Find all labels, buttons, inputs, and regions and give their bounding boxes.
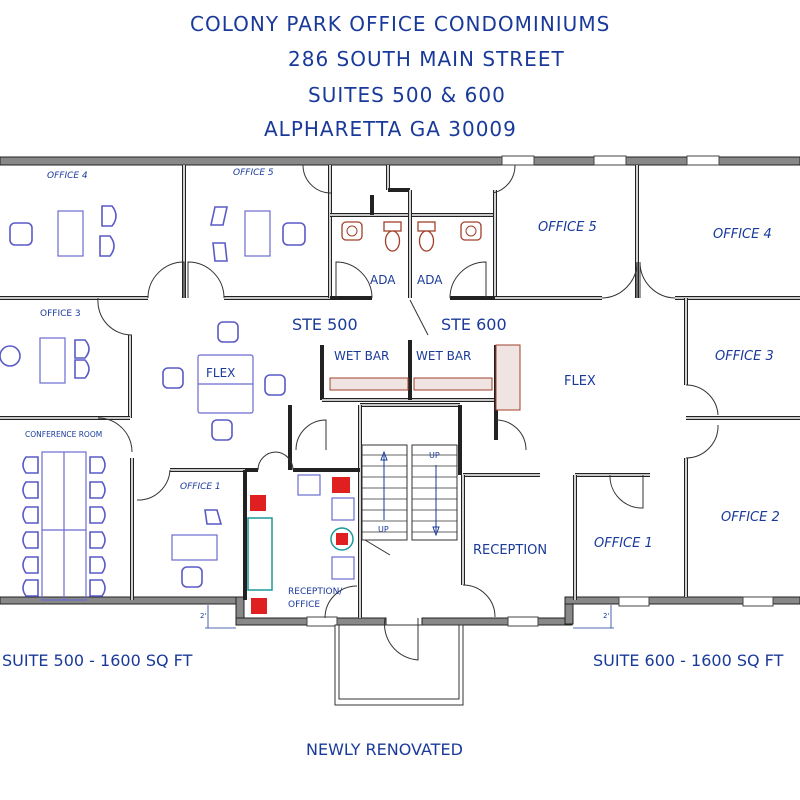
dimension-markers: 2' 2' xyxy=(200,605,614,629)
dimension-right: 2' xyxy=(603,612,609,620)
room-label-s600-reception: RECEPTION xyxy=(473,543,547,558)
lamp-table-icon xyxy=(336,533,348,545)
title-city-state-zip: ALPHARETTA GA 30009 xyxy=(264,117,517,141)
suite-500-area: SUITE 500 - 1600 SQ FT xyxy=(2,651,193,670)
windows xyxy=(306,155,774,627)
room-label-s500-conference: CONFERENCE ROOM xyxy=(25,430,102,439)
doors xyxy=(97,164,719,661)
room-label-s500-reception-line1: RECEPTION/ xyxy=(288,587,343,597)
stair-up-label-right: UP xyxy=(429,451,440,460)
room-label-s500-reception-line2: OFFICE xyxy=(288,600,320,610)
dimension-left: 2' xyxy=(200,612,206,620)
room-label-s600-office3: OFFICE 3 xyxy=(715,349,774,364)
title-suites: SUITES 500 & 600 xyxy=(308,83,506,107)
room-label-s600-office1: OFFICE 1 xyxy=(594,536,653,551)
room-label-s500-office5: OFFICE 5 xyxy=(233,168,274,178)
footer-newly-renovated: NEWLY RENOVATED xyxy=(306,740,463,759)
suite-600-area: SUITE 600 - 1600 SQ FT xyxy=(593,651,784,670)
suite-500-labels: OFFICE 4 OFFICE 5 OFFICE 3 CONFERENCE RO… xyxy=(2,168,396,670)
room-label-s600-wetbar: WET BAR xyxy=(416,349,471,363)
end-table-icon xyxy=(332,477,350,493)
room-label-s600-office5: OFFICE 5 xyxy=(538,220,597,235)
stairwell: UP UP xyxy=(361,444,458,541)
room-label-s500-restroom: ADA xyxy=(370,273,396,287)
interior-walls xyxy=(0,165,800,706)
toilet-bowl-icon xyxy=(384,230,401,252)
room-label-s500-office3: OFFICE 3 xyxy=(40,309,81,319)
room-label-s500-flex: FLEX xyxy=(206,366,235,380)
suite-600-labels: OFFICE 5 OFFICE 4 OFFICE 3 FLEX OFFICE 2… xyxy=(416,220,784,670)
plumbing-fixtures xyxy=(329,221,521,411)
suite-500-label: STE 500 xyxy=(292,315,358,334)
toilet-tank-icon xyxy=(383,221,402,232)
room-label-s500-office4: OFFICE 4 xyxy=(47,171,88,181)
title-street-address: 286 SOUTH MAIN STREET xyxy=(288,47,565,71)
room-label-s500-wetbar: WET BAR xyxy=(334,349,389,363)
stair-up-label-left: UP xyxy=(378,525,389,534)
title-building-name: COLONY PARK OFFICE CONDOMINIUMS xyxy=(190,12,611,36)
room-label-s500-office1: OFFICE 1 xyxy=(180,482,221,492)
suite-600-label: STE 600 xyxy=(441,315,507,334)
room-label-s600-office2: OFFICE 2 xyxy=(721,510,780,525)
sink-icon xyxy=(341,221,363,241)
room-label-s600-restroom: ADA xyxy=(417,273,443,287)
sofa-icon xyxy=(247,517,273,591)
room-label-s600-office4: OFFICE 4 xyxy=(713,227,772,242)
room-label-s600-flex: FLEX xyxy=(564,374,596,389)
furniture xyxy=(0,205,355,614)
wetbar-counter-icon xyxy=(329,377,409,391)
